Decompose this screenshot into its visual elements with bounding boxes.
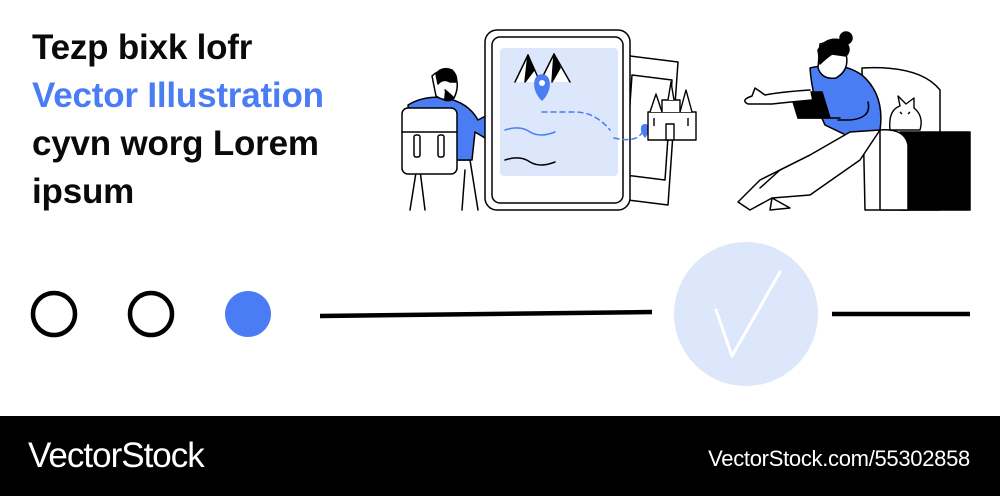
headline-line-3: cyvn worg Lorem xyxy=(32,124,319,163)
brand-logo[interactable]: VectorStock xyxy=(28,436,205,475)
step-2-indicator xyxy=(127,290,175,338)
woman-with-laptop-icon xyxy=(737,31,882,211)
headline: Tezp bixk lofr Vector Illustration cyvn … xyxy=(32,24,382,216)
progress-steps xyxy=(30,242,970,386)
headline-line-2: Vector Illustration xyxy=(32,76,324,115)
illustration xyxy=(401,29,971,211)
cat-icon xyxy=(889,95,922,131)
headline-line-1: Tezp bixk lofr xyxy=(32,28,253,67)
check-icon xyxy=(714,270,782,358)
armchair-icon xyxy=(861,66,971,211)
backpacker-icon xyxy=(401,67,521,211)
progress-line-left xyxy=(319,309,653,319)
headline-line-4: ipsum xyxy=(32,172,135,211)
step-1-indicator xyxy=(30,290,78,338)
stock-id: VectorStock.com/55302858 xyxy=(708,446,970,471)
location-pin-icon xyxy=(534,74,650,138)
castle-icon xyxy=(647,81,697,141)
step-3-indicator xyxy=(225,291,271,337)
check-circle xyxy=(674,242,818,386)
footer-bar: VectorStock VectorStock.com/55302858 xyxy=(0,416,1000,496)
map-tablet-icon xyxy=(484,29,679,211)
